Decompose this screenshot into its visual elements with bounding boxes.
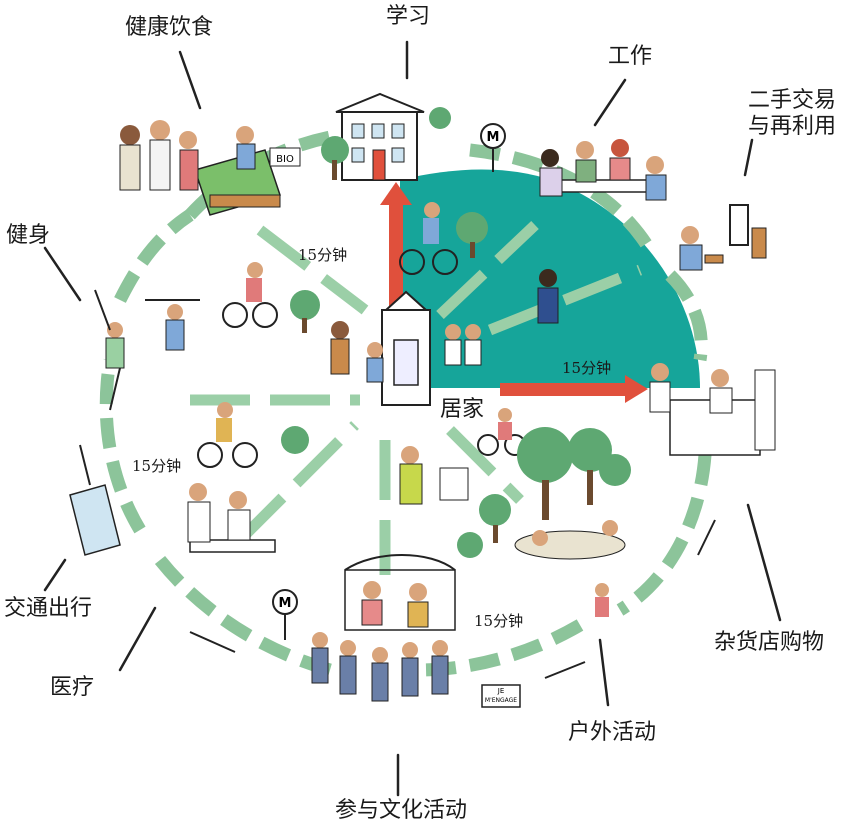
culture-stage-illustration (311, 554, 521, 708)
bio-sign: BIO (276, 154, 294, 165)
fitness-illustration (105, 299, 200, 411)
label-transport: 交通出行 (4, 596, 93, 621)
label-second-hand-line2: 与再利用 (748, 114, 837, 139)
bidirectional-arrows (79, 289, 716, 679)
time-marker-right: 15分钟 (562, 359, 612, 377)
time-marker-left: 15分钟 (132, 457, 182, 475)
label-medical: 医疗 (50, 675, 95, 700)
label-home: 居家 (440, 397, 485, 422)
metro-sign-top-letter: M (487, 130, 500, 145)
market-stall-illustration (119, 120, 301, 216)
metro-sign-top (480, 123, 506, 172)
label-fitness: 健身 (6, 223, 51, 248)
label-second-hand: 二手交易 与再利用 (748, 88, 836, 140)
picnic-illustration (514, 520, 626, 617)
trees (281, 212, 631, 558)
school-illustration (321, 92, 451, 181)
office-workers-illustration (539, 139, 667, 201)
time-marker-bottom: 15分钟 (474, 612, 524, 630)
grocery-illustration (649, 363, 776, 456)
family-illustration (330, 269, 559, 383)
label-outdoor: 户外活动 (568, 720, 657, 745)
home-building (381, 290, 431, 406)
dashed-ring (99, 123, 712, 677)
je-mengage-sign-line2: M'ENGAGE (485, 697, 517, 704)
label-grocery: 杂货店购物 (714, 630, 825, 655)
label-study: 学习 (385, 4, 431, 29)
worker-illustration (399, 446, 469, 505)
metro-sign-bottom-letter: M (279, 596, 292, 611)
label-leader-lines (43, 40, 782, 797)
je-mengage-sign-line1: JE (497, 687, 505, 695)
repair-illustration (679, 204, 767, 271)
doctor-illustration (187, 483, 276, 553)
label-healthy-diet: 健康饮食 (125, 15, 214, 40)
cyclist-riders (216, 202, 512, 442)
spoke-paths (190, 221, 643, 575)
time-marker-top-left: 15分钟 (298, 246, 348, 264)
label-second-hand-line1: 二手交易 (748, 88, 837, 113)
bus-stop-illustration (69, 484, 121, 556)
label-work: 工作 (608, 44, 653, 69)
label-culture: 参与文化活动 (334, 798, 468, 823)
metro-sign-bottom (272, 589, 298, 640)
